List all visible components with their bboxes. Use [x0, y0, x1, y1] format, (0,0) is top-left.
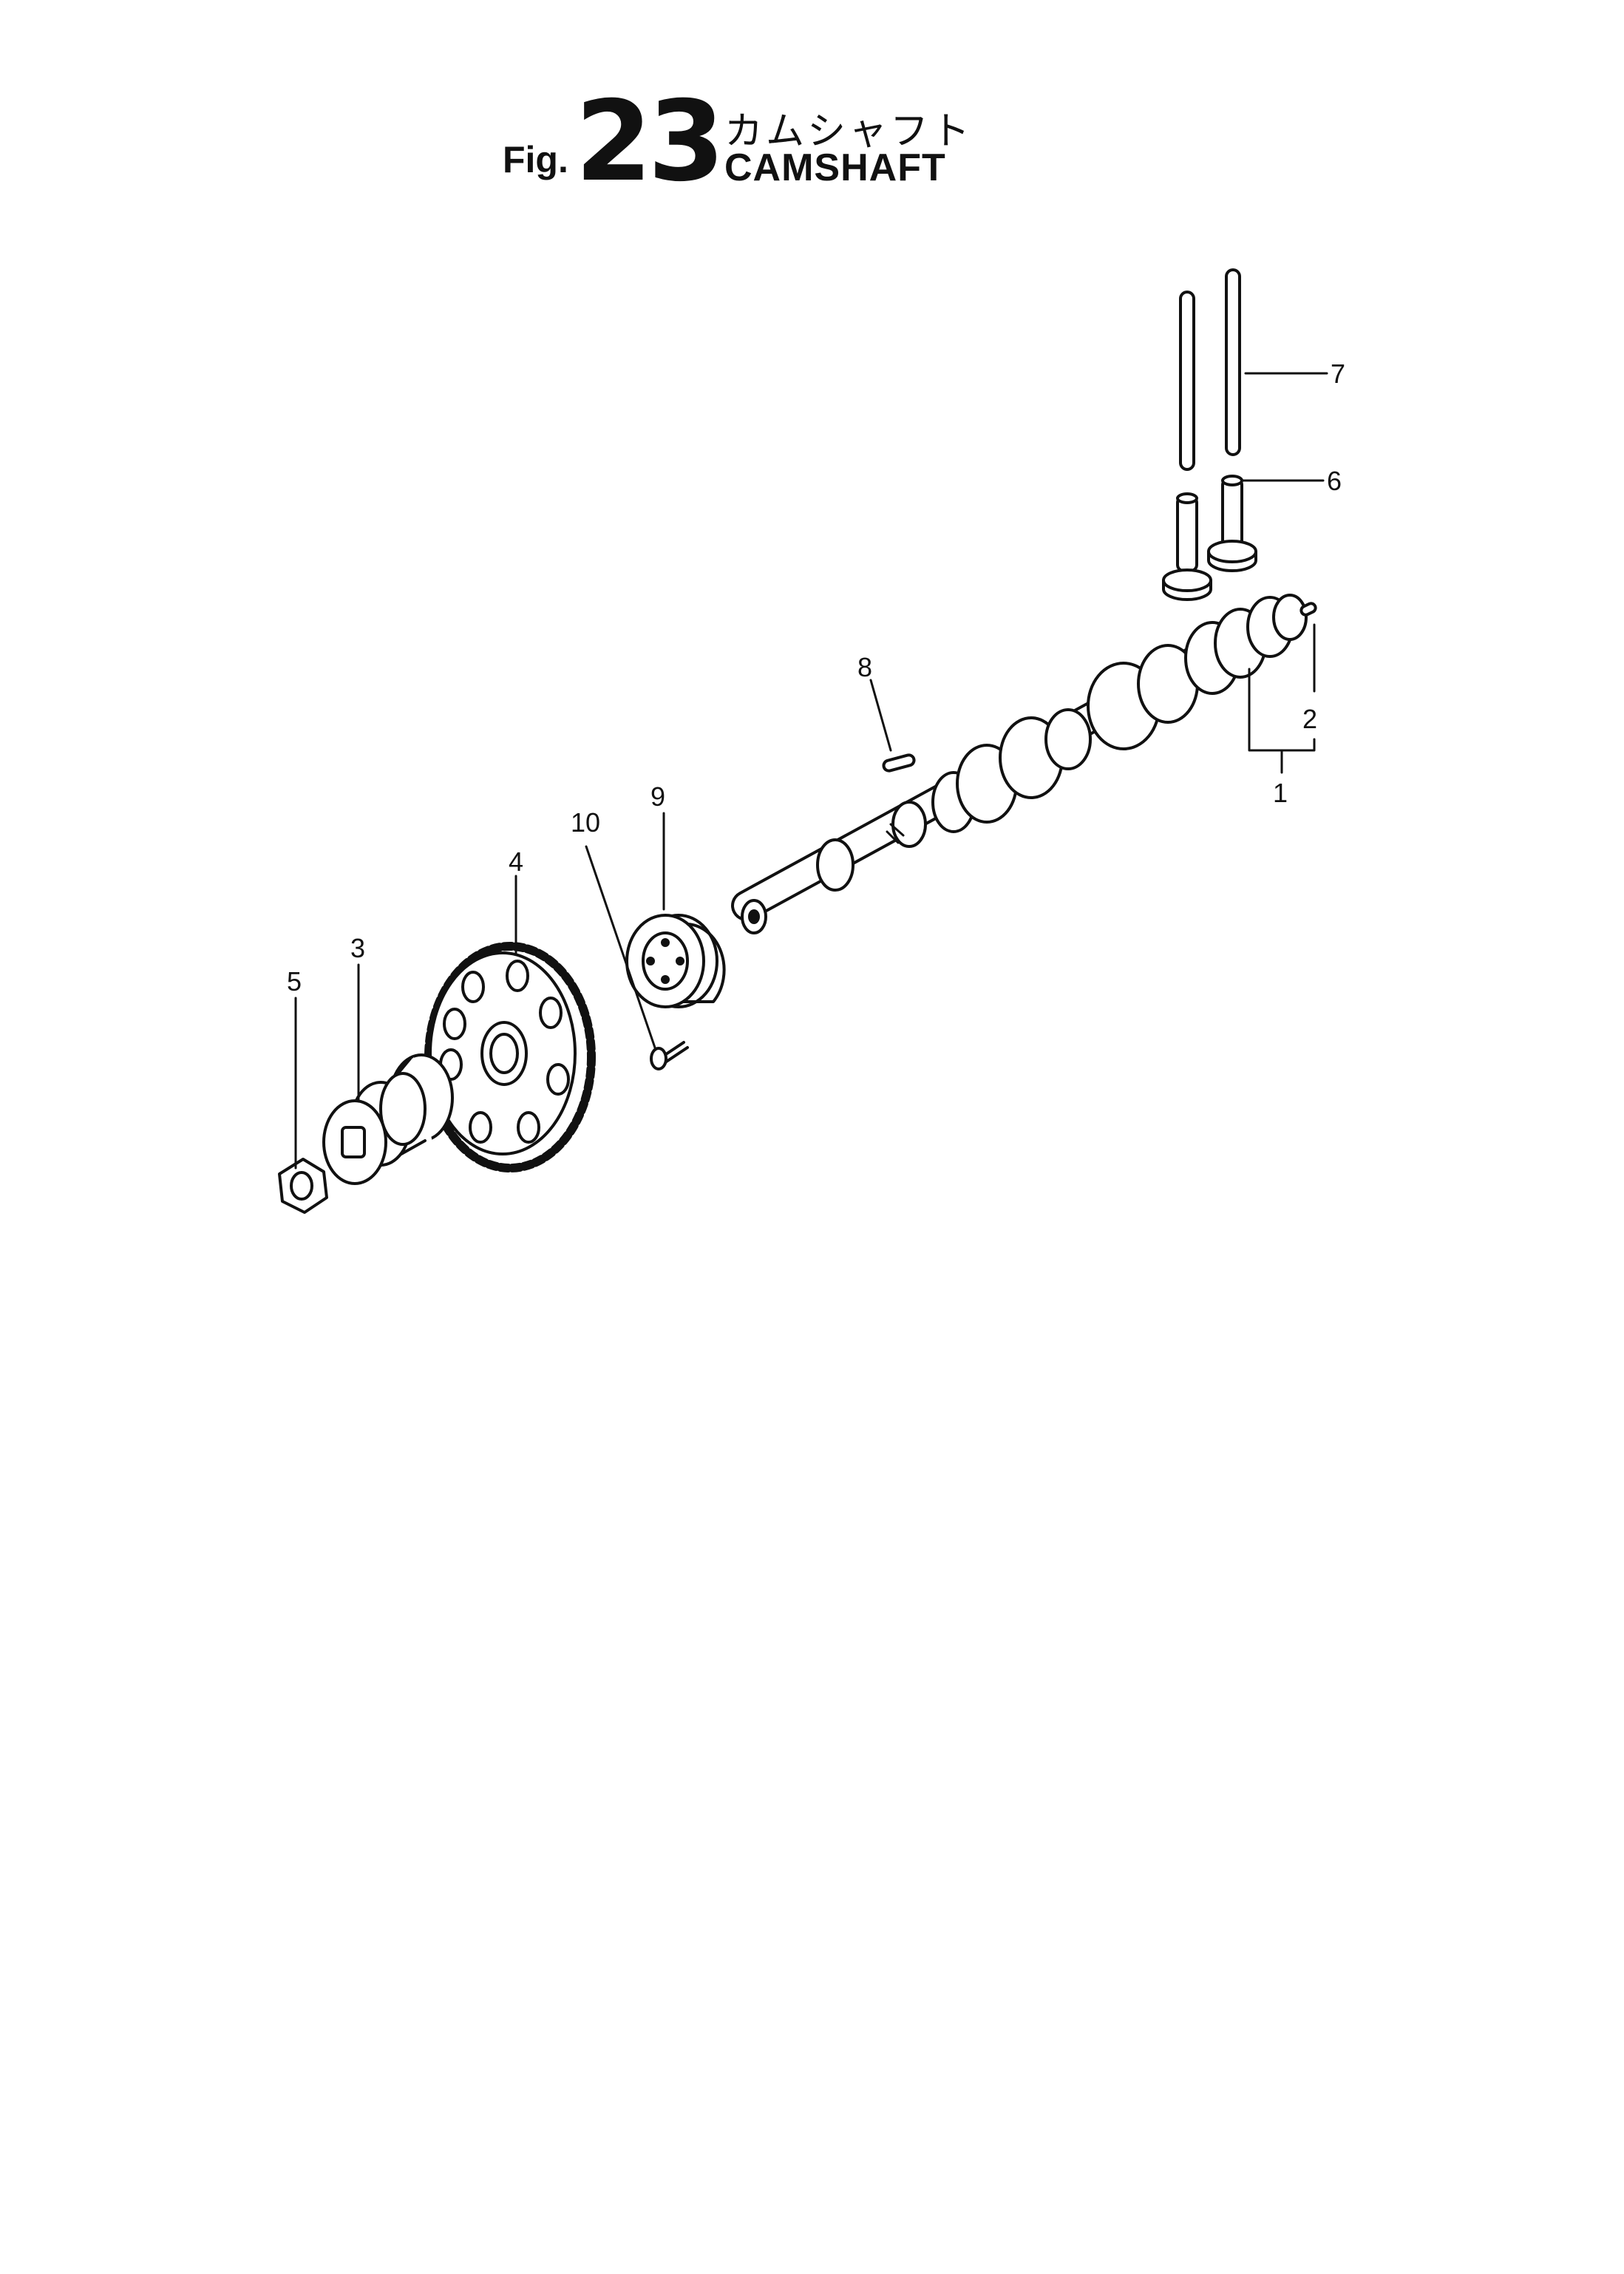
woodruff-key: [882, 753, 916, 773]
callout-1: 1: [1273, 778, 1288, 808]
leader-10: [585, 845, 657, 1051]
callout-9: 9: [650, 781, 665, 812]
push-rod-right: [1225, 268, 1241, 456]
cam-gear: [424, 942, 596, 1172]
ball-bearing: [625, 914, 726, 1008]
figure-prefix: Fig.: [503, 139, 568, 180]
pin: [1299, 602, 1317, 617]
callout-7: 7: [1331, 359, 1345, 389]
push-rod-left: [1179, 291, 1195, 471]
figure-title-english: CAMSHAFT: [724, 146, 946, 189]
callout-4: 4: [509, 846, 523, 877]
figure-number: 23: [575, 78, 725, 206]
leader-lines: [294, 372, 1328, 1170]
leader-8: [869, 679, 892, 752]
callout-5: 5: [287, 966, 302, 997]
gear-hub: [322, 1053, 454, 1185]
callout-8: 8: [857, 652, 872, 682]
tappet-right: [1207, 475, 1257, 572]
callout-3: 3: [350, 933, 365, 963]
callout-2: 2: [1302, 704, 1317, 734]
figure-title-japanese: カムシャフト: [724, 109, 974, 154]
nut: [278, 1158, 328, 1214]
camshaft: [731, 594, 1308, 934]
screw: [650, 1041, 689, 1070]
tappet-left: [1162, 492, 1212, 601]
callout-10: 10: [571, 807, 600, 838]
callout-6: 6: [1327, 466, 1342, 496]
